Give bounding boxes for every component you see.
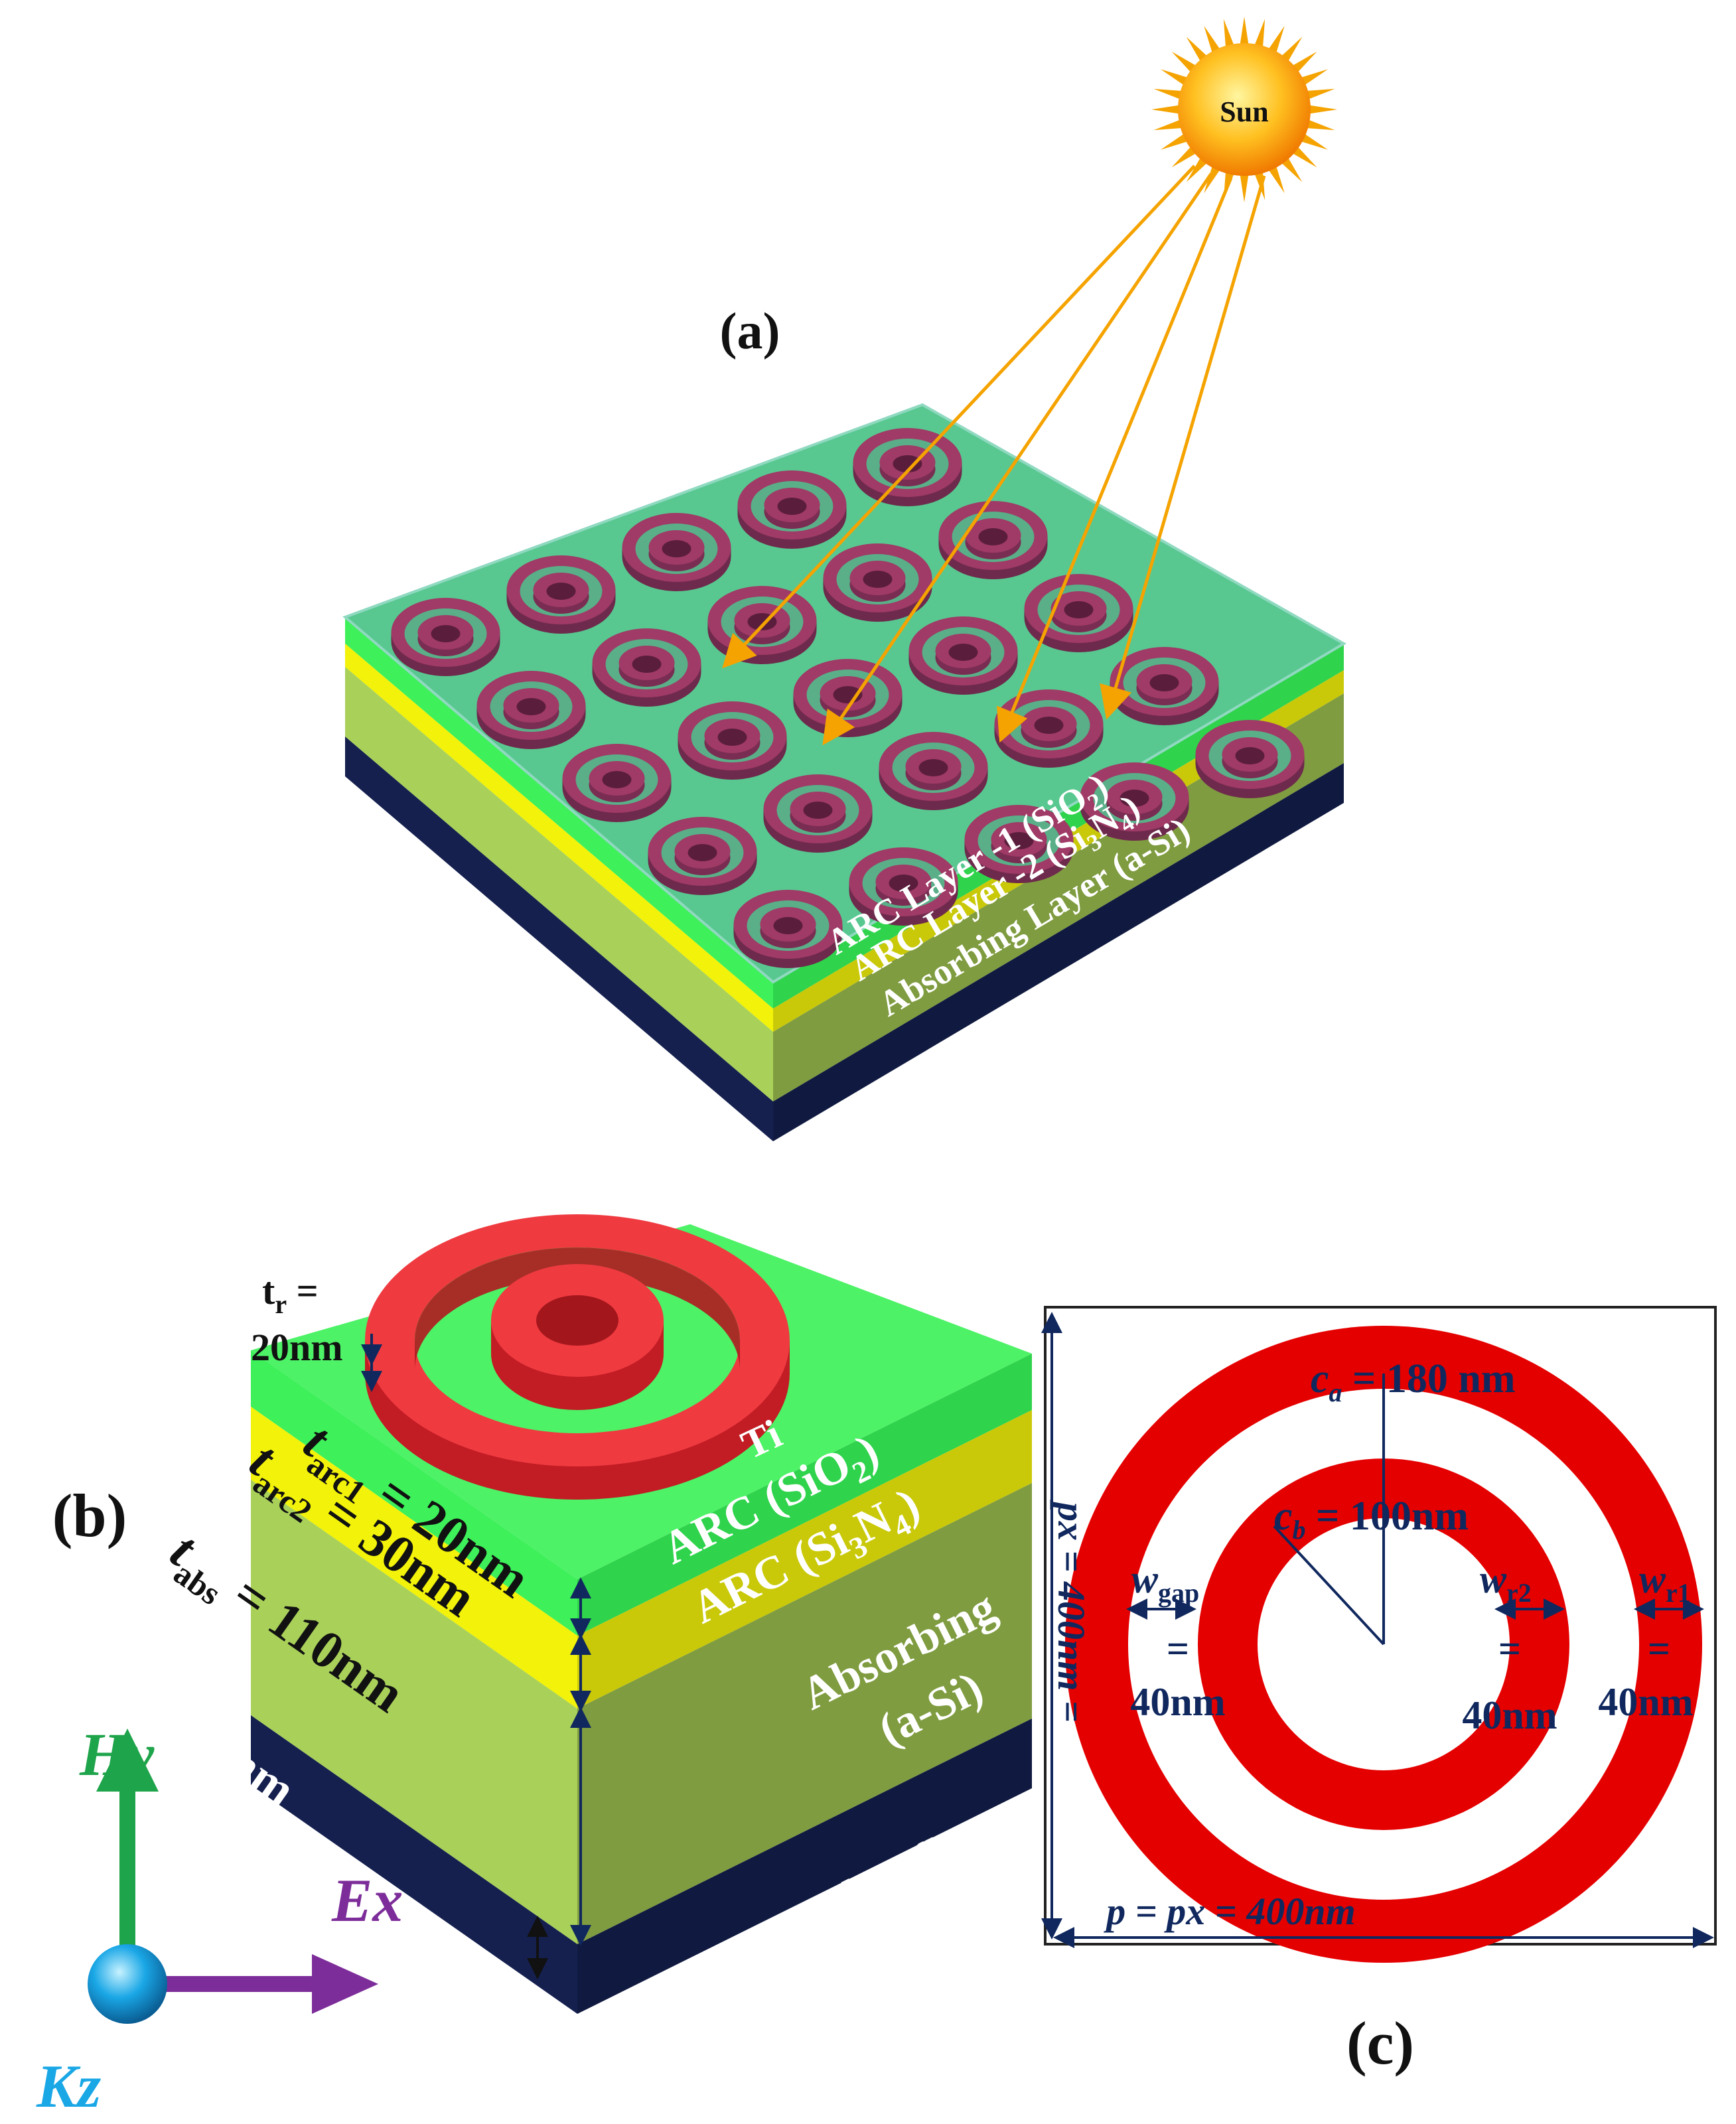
panel-c-label: (c) [1346, 2009, 1414, 2077]
sun-spike [1253, 19, 1266, 52]
layer-stack-left-face [345, 617, 773, 1141]
sun-spike [1253, 167, 1266, 200]
panel-b-label: (b) [52, 1482, 127, 1549]
panel-c: ca = 180 nm cb = 100nm wgap = 40nm wr2 =… [1041, 1306, 1717, 2077]
sun-spike [1153, 88, 1187, 101]
sun-spike [1305, 104, 1337, 115]
wr2-eq: = [1498, 1627, 1521, 1671]
ti-ring [994, 689, 1104, 768]
ti-ring [793, 659, 903, 737]
cb-radius-line [1273, 1525, 1385, 1646]
wgap-label: wgap [1131, 1557, 1199, 1608]
ti-ring [1110, 647, 1219, 725]
wr1-eq: = [1648, 1627, 1670, 1671]
ti-ring [391, 598, 500, 676]
kz-axis-label: Kz [36, 2052, 101, 2120]
ti-ring [1080, 762, 1189, 841]
ring-array [391, 428, 1305, 968]
axes-icon: Hy Ex Kz [36, 1721, 403, 2120]
sun-label: Sun [1220, 96, 1268, 128]
ti-ring [823, 543, 932, 622]
ti-ring [1195, 720, 1305, 798]
sun-spike [1302, 118, 1335, 131]
ti-ring [737, 470, 847, 549]
ca-label: ca = 180 nm [1311, 1356, 1516, 1407]
ti-ring [622, 513, 731, 591]
sun-icon: Sun [1151, 17, 1337, 202]
sun-spike [1302, 88, 1335, 101]
wgap-value: 40nm [1130, 1680, 1225, 1724]
cell-left-face [251, 1350, 577, 2014]
ti-ring-inner [491, 1264, 664, 1410]
sun-spike [1151, 104, 1184, 115]
panel-b: (b) Ti [36, 1214, 1120, 2120]
ti-ring [592, 628, 701, 707]
ti-ring [1024, 574, 1133, 652]
wr1-label: wr1 [1639, 1557, 1691, 1608]
sun-spike [1239, 170, 1250, 202]
ti-ring [678, 701, 787, 780]
ex-axis-label: Ex [331, 1867, 403, 1934]
wgap-eq: = [1167, 1627, 1189, 1671]
ti-ring [763, 774, 873, 853]
panel-a-label: (a) [720, 302, 780, 360]
ti-ring [562, 744, 672, 822]
hy-axis-label: Hy [79, 1721, 155, 1788]
ti-ring [849, 847, 958, 926]
tr-label: tr = [262, 1269, 319, 1319]
p-label: p = px = 400nm [1103, 1890, 1355, 1933]
wr2-label: wr2 [1480, 1557, 1532, 1608]
period-dim-arrows [1041, 1312, 1714, 1948]
py-label: px = 400nm = [1050, 1499, 1093, 1723]
ti-ring [853, 428, 962, 506]
ti-ring [964, 805, 1074, 883]
tr-value: 20nm [251, 1326, 343, 1369]
ti-ring [648, 817, 757, 895]
cell-right-face [577, 1354, 1032, 2014]
ti-ring [908, 616, 1018, 695]
ti-ring [476, 671, 586, 749]
wr1-value: 40nm [1598, 1680, 1693, 1724]
wr2-value: 40nm [1462, 1693, 1557, 1737]
sun-spike [1153, 118, 1187, 131]
ti-ring [879, 732, 988, 810]
ti-ring [733, 890, 843, 968]
ti-ring [938, 501, 1048, 579]
sun-spike [1223, 19, 1236, 52]
cb-label: cb = 100nm [1274, 1494, 1469, 1545]
sun-spike [1239, 17, 1250, 49]
ti-ring [506, 555, 616, 634]
sun-rays [722, 165, 1266, 746]
panel-a: (a) Sun [342, 17, 1346, 1141]
